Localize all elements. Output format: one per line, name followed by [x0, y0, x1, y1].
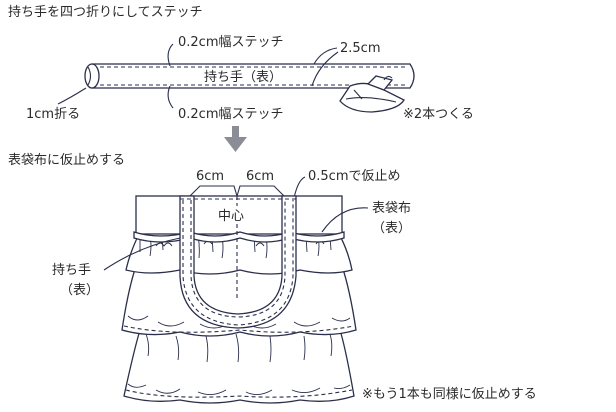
stitch-top-leader — [167, 43, 174, 67]
fold-label: 1cm折る — [26, 107, 80, 122]
offset-brackets — [189, 185, 285, 198]
stitch-bottom-leader — [167, 85, 174, 109]
tack-leader — [293, 176, 306, 199]
repeat-note: ※もう1本も同様に仮止めする — [362, 387, 537, 402]
stitch-top-label: 0.2cm幅ステッチ — [178, 35, 284, 50]
outer-fabric-side: （表） — [372, 221, 411, 236]
stitch-bottom-label: 0.2cm幅ステッチ — [178, 107, 284, 122]
folded-handle-strip — [84, 63, 415, 89]
handle-leader — [103, 237, 181, 271]
offset-left-label: 6cm — [196, 169, 224, 184]
step2-heading: 表袋布に仮止めする — [8, 153, 125, 168]
handle-side-label: （表） — [60, 283, 99, 298]
step1-heading: 持ち手を四つ折りにしてステッチ — [8, 5, 203, 20]
fold-leader — [57, 87, 87, 105]
width-leader-2 — [311, 51, 339, 87]
offset-right-label: 6cm — [246, 169, 274, 184]
handle-loop — [179, 195, 297, 329]
width-label: 2.5cm — [340, 41, 381, 56]
make-two-note: ※2本つくる — [403, 107, 474, 122]
handle-label: 持ち手 — [52, 263, 91, 278]
tack-label: 0.5cmで仮止め — [308, 169, 401, 184]
down-arrow-icon — [224, 126, 247, 152]
strip-handle-label: 持ち手（表） — [204, 70, 282, 85]
outer-fabric-label: 表袋布 — [372, 201, 411, 216]
outer-bag-fabric — [121, 195, 357, 404]
outer-fabric-leader — [321, 207, 369, 233]
iron-icon — [339, 75, 405, 113]
width-leader — [313, 47, 338, 65]
center-label: 中心 — [218, 209, 244, 224]
